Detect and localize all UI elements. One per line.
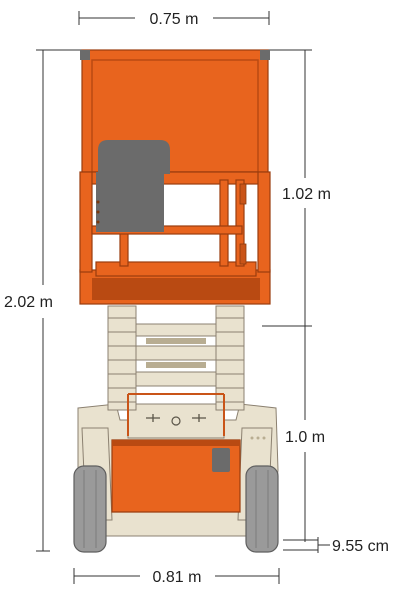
console-panel	[96, 172, 164, 232]
wheels	[73, 465, 279, 553]
upper-control-console	[98, 140, 170, 174]
dimension-lines	[36, 11, 330, 584]
ground-clearance-label: 9.55 cm	[332, 538, 389, 555]
overall-height-label: 2.02 m	[4, 294, 53, 311]
control-box	[212, 448, 230, 472]
stowed-height-label: 1.0 m	[285, 429, 325, 446]
work-platform	[79, 49, 271, 305]
scissor-stack	[107, 305, 245, 436]
left-wheel	[73, 465, 107, 553]
overall-width-label: 0.81 m	[153, 569, 202, 586]
platform-width-label: 0.75 m	[150, 11, 199, 28]
right-wheel	[245, 465, 279, 553]
guardrail-height-label: 1.02 m	[282, 186, 331, 203]
